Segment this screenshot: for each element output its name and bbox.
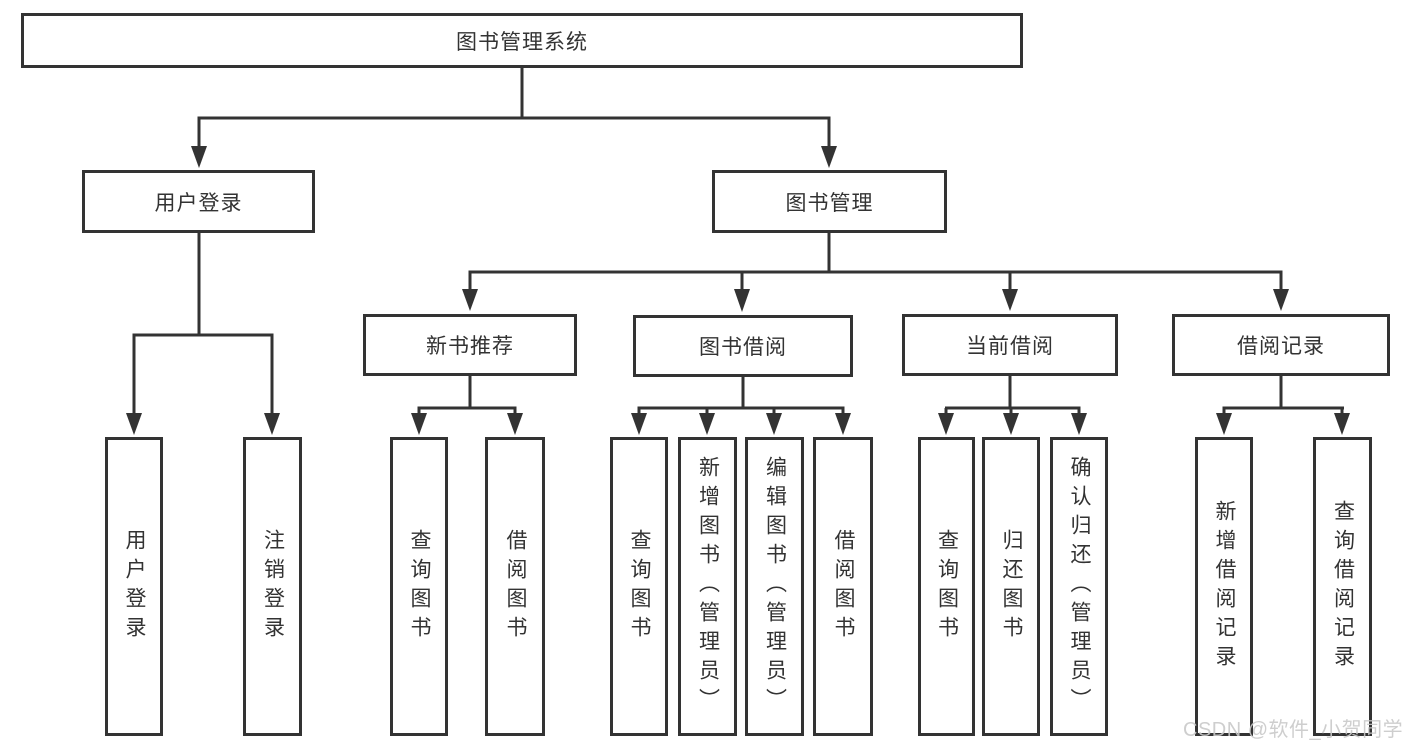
node-new-book-recommend: 新书推荐 bbox=[363, 314, 577, 376]
leaf-add-borrow-record: 新增借阅记录 bbox=[1195, 437, 1253, 736]
leaf-edit-book-admin: 编辑图书（管理员） bbox=[745, 437, 804, 736]
csdn-watermark: CSDN @软件_小贺同学 bbox=[1183, 719, 1404, 741]
node-user-login: 用户登录 bbox=[82, 170, 315, 233]
leaf-borrow-books-2: 借阅图书 bbox=[813, 437, 873, 736]
arrowhead-icons bbox=[126, 146, 1350, 435]
leaf-borrow-books-1: 借阅图书 bbox=[485, 437, 545, 736]
leaf-query-books-2: 查询图书 bbox=[610, 437, 668, 736]
leaf-user-login: 用户登录 bbox=[105, 437, 163, 736]
node-library-system: 图书管理系统 bbox=[21, 13, 1023, 68]
leaf-query-books-1: 查询图书 bbox=[390, 437, 448, 736]
node-borrowing-records: 借阅记录 bbox=[1172, 314, 1390, 376]
leaf-query-books-3: 查询图书 bbox=[918, 437, 975, 736]
leaf-return-book: 归还图书 bbox=[982, 437, 1040, 736]
node-book-borrowing: 图书借阅 bbox=[633, 315, 853, 377]
leaf-logout: 注销登录 bbox=[243, 437, 302, 736]
node-current-borrowing: 当前借阅 bbox=[902, 314, 1118, 376]
leaf-query-borrow-record: 查询借阅记录 bbox=[1313, 437, 1372, 736]
leaf-confirm-return-admin: 确认归还（管理员） bbox=[1050, 437, 1108, 736]
leaf-add-book-admin: 新增图书（管理员） bbox=[678, 437, 737, 736]
node-book-management: 图书管理 bbox=[712, 170, 947, 233]
